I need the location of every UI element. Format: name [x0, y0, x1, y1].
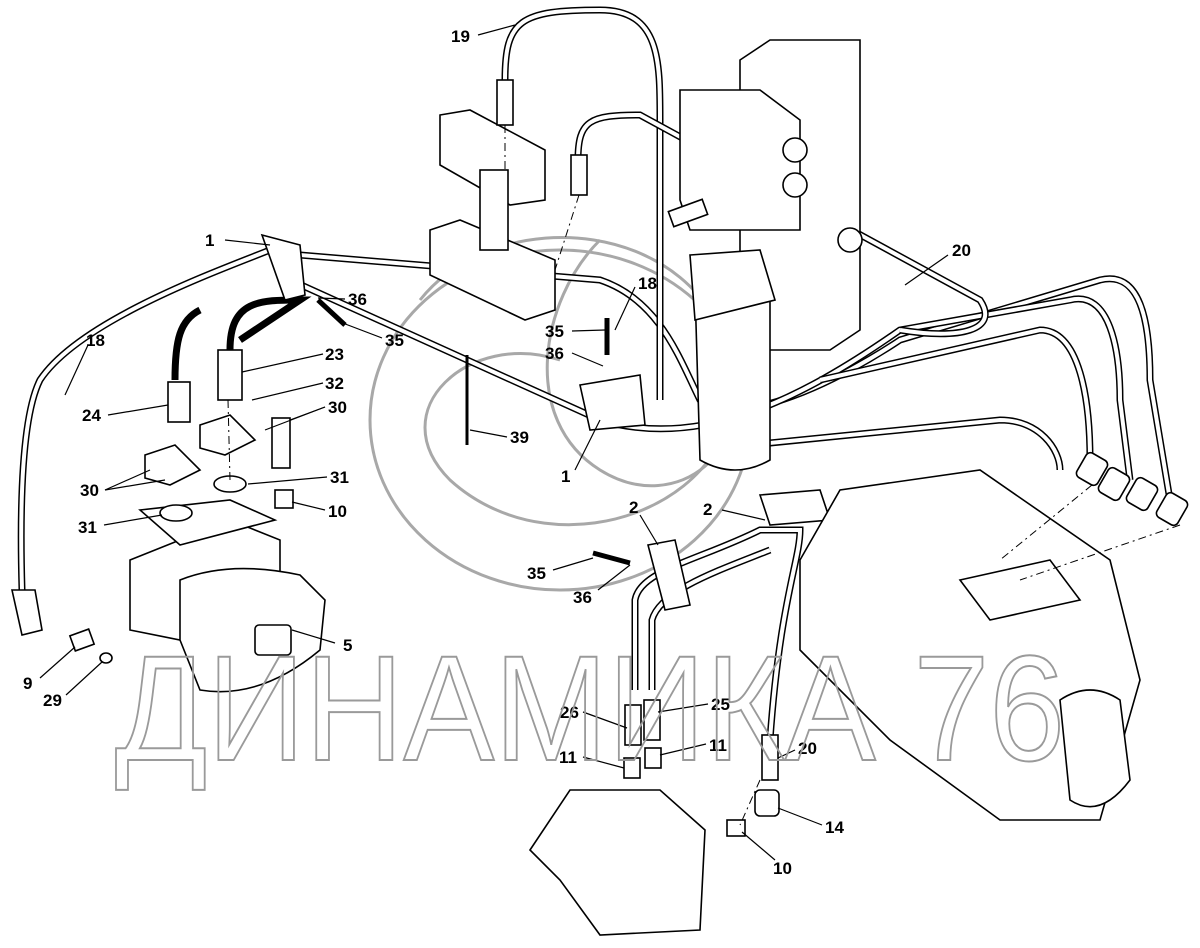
callout-labels: 19 1 36 35 18 23 32 30 24 30 31 10 31 18… — [23, 27, 971, 878]
leader-lines — [39, 24, 949, 861]
callout-35: 35 — [545, 322, 564, 341]
callout-23: 23 — [325, 345, 344, 364]
parts — [11, 39, 1189, 936]
callout-36: 36 — [573, 588, 592, 607]
callout-24: 24 — [82, 406, 101, 425]
callout-2: 2 — [703, 500, 712, 519]
callout-31: 31 — [330, 468, 349, 487]
callout-39: 39 — [510, 428, 529, 447]
fitting-24 — [167, 381, 191, 423]
callout-14: 14 — [825, 818, 844, 837]
hoses — [17, 6, 1174, 741]
callout-25: 25 — [711, 695, 730, 714]
callout-31: 31 — [78, 518, 97, 537]
callout-1: 1 — [205, 231, 214, 250]
manifold-block-lower — [429, 219, 556, 321]
callout-35: 35 — [527, 564, 546, 583]
callout-10: 10 — [328, 502, 347, 521]
callout-1: 1 — [561, 467, 570, 486]
callout-9: 9 — [23, 674, 32, 693]
watermark-text: ДИНАМИКА 76 — [115, 624, 1065, 792]
callout-30: 30 — [328, 398, 347, 417]
center-lines — [227, 125, 1181, 826]
callout-36: 36 — [545, 344, 564, 363]
callout-36: 36 — [348, 290, 367, 309]
clamp-1 — [260, 233, 306, 301]
callout-19: 19 — [451, 27, 470, 46]
callout-30: 30 — [80, 481, 99, 500]
callout-20: 20 — [798, 739, 817, 758]
manifold-block-upper — [439, 109, 546, 206]
fitting-23 — [217, 349, 243, 401]
callout-11: 11 — [559, 748, 577, 767]
callout-18: 18 — [638, 274, 657, 293]
callout-11: 11 — [709, 736, 727, 755]
callout-29: 29 — [43, 691, 62, 710]
callout-2: 2 — [629, 498, 638, 517]
motor-housing — [179, 567, 326, 693]
callout-18: 18 — [86, 331, 105, 350]
callout-5: 5 — [343, 636, 352, 655]
gear-pump — [528, 789, 706, 936]
callout-10: 10 — [773, 859, 792, 878]
callout-32: 32 — [325, 374, 344, 393]
callout-35: 35 — [385, 331, 404, 350]
filter — [694, 289, 771, 471]
callout-20: 20 — [952, 241, 971, 260]
callout-26: 26 — [560, 703, 579, 722]
